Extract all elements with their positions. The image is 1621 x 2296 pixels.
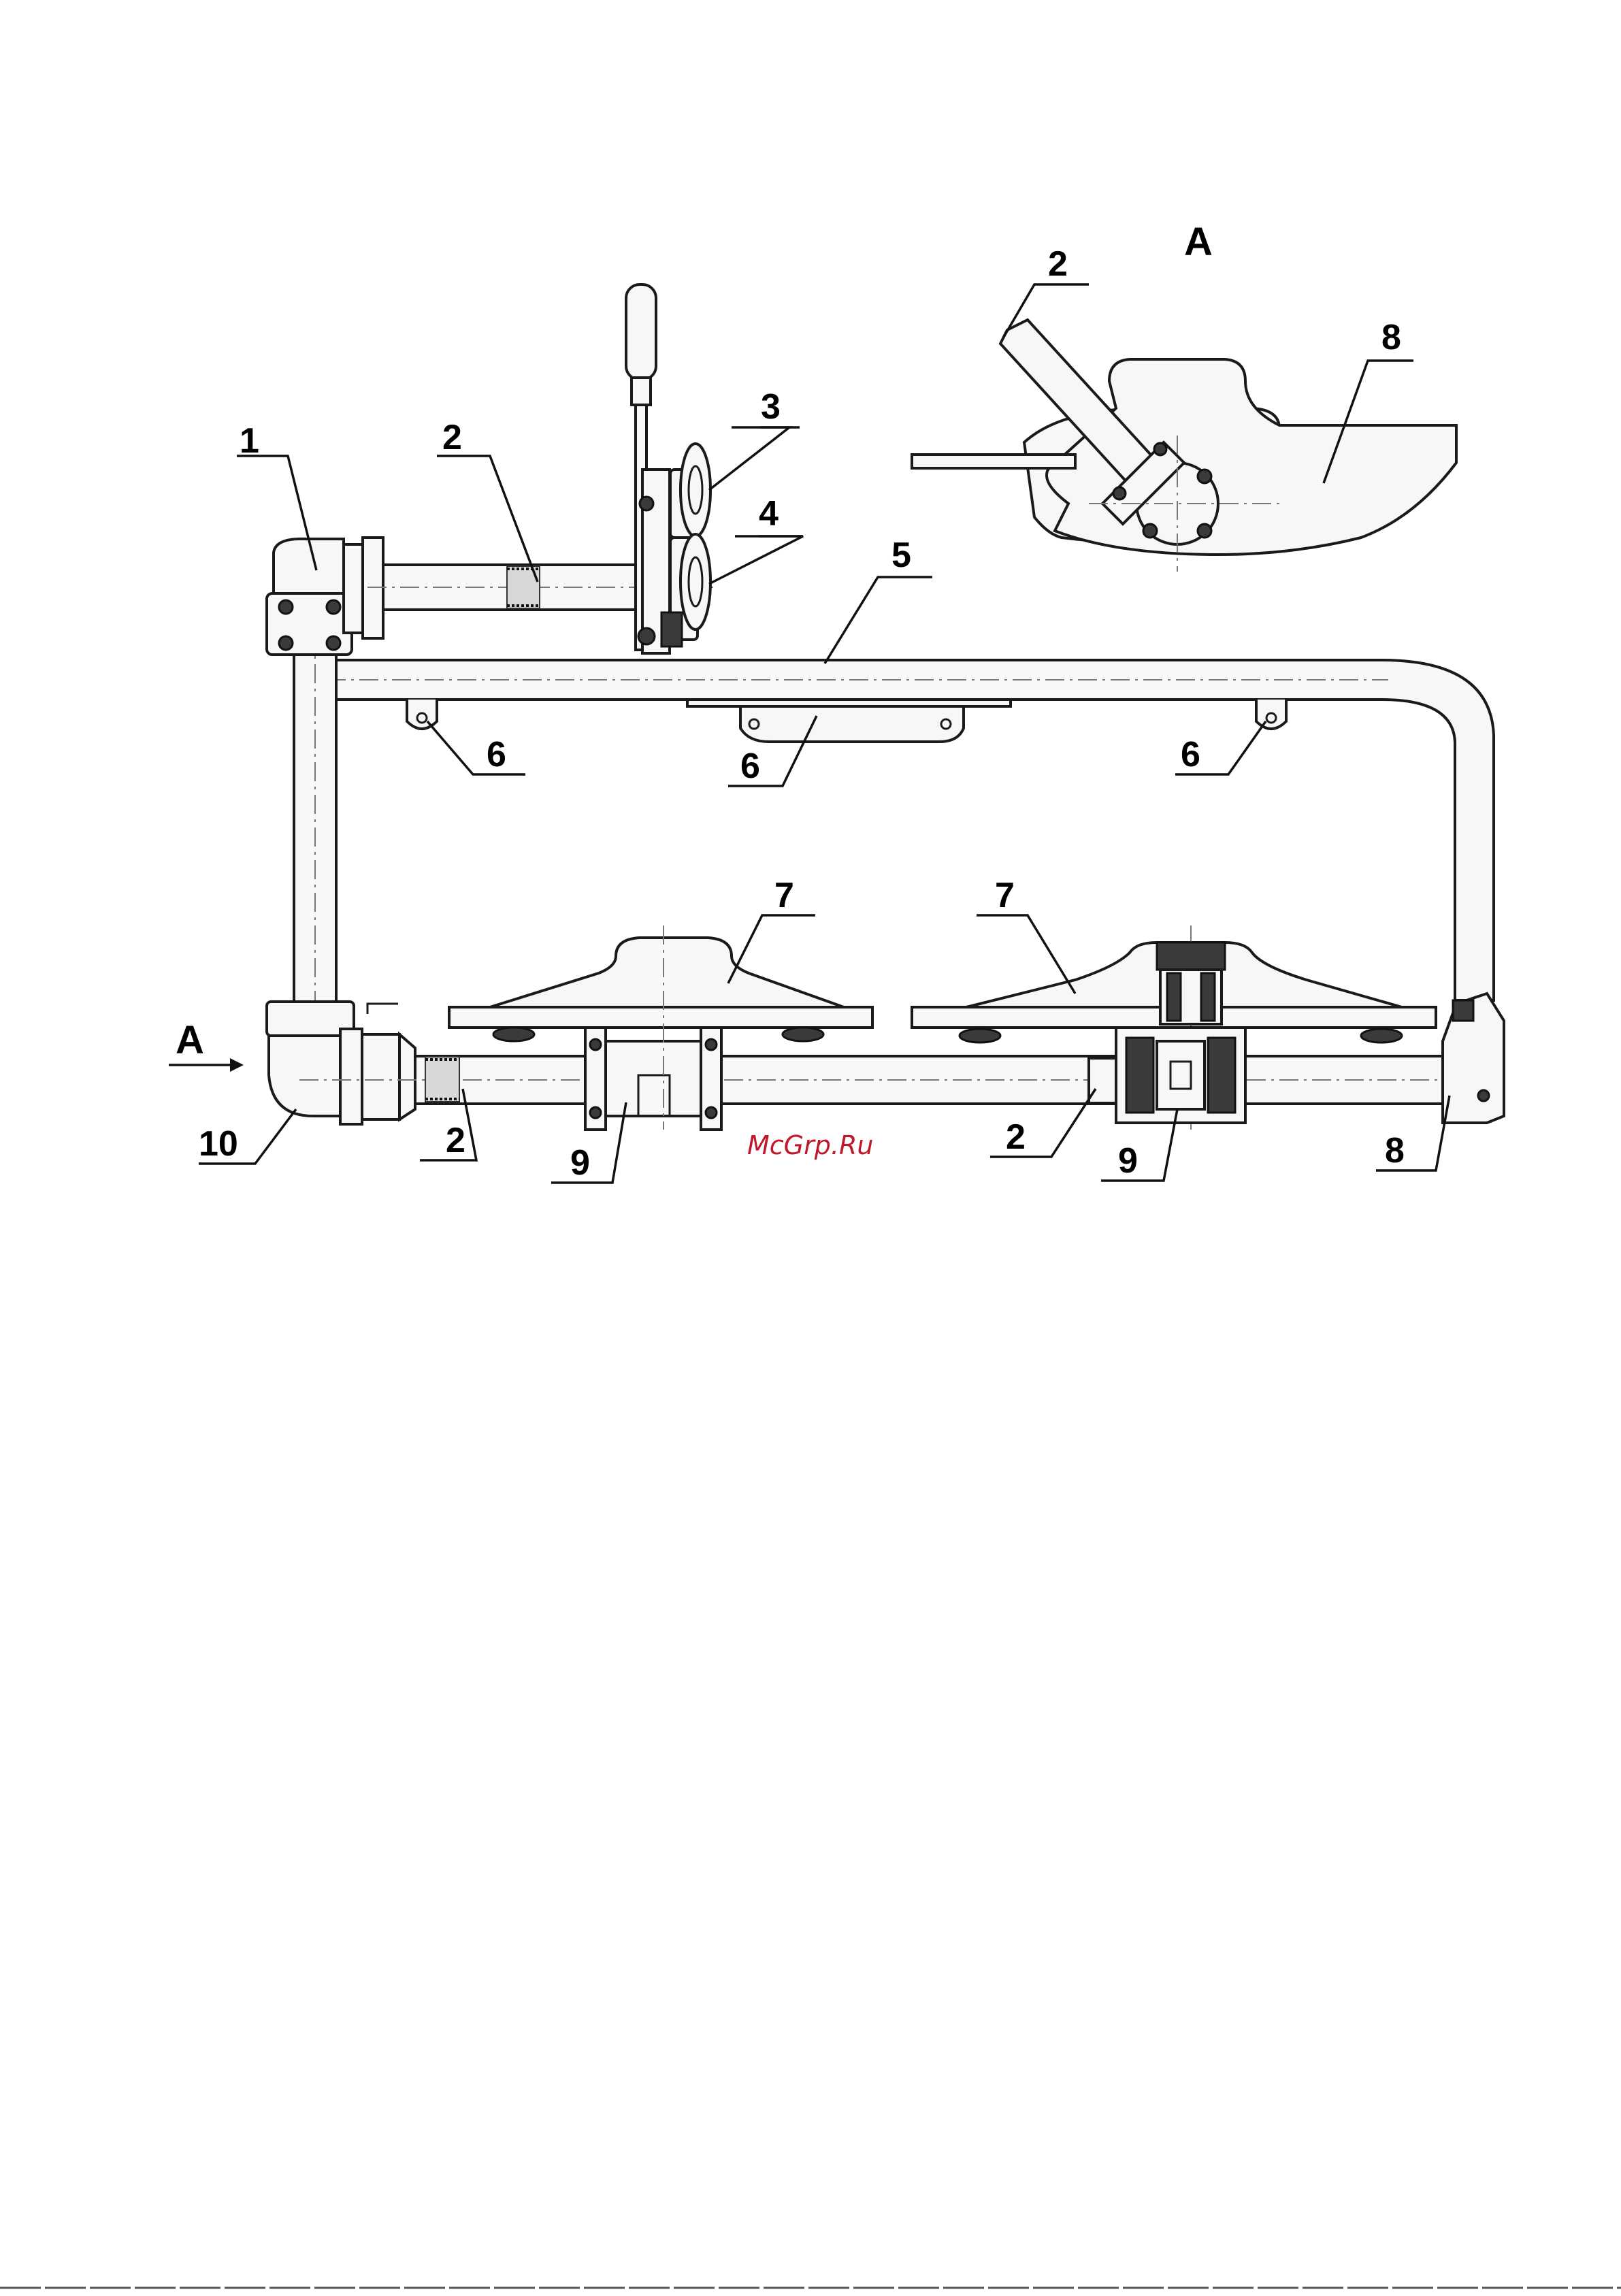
callout-7-right: 7 (995, 876, 1015, 915)
view-a (912, 320, 1456, 572)
callout-9-left: 9 (570, 1143, 590, 1183)
coupling-left (585, 1028, 721, 1130)
tension-pulley-3 (670, 444, 710, 538)
gearbox-right (1089, 1028, 1245, 1123)
callout-6-right: 6 (1181, 735, 1200, 774)
end-cap-right (1443, 994, 1504, 1123)
callout-2-lower-left: 2 (446, 1121, 465, 1160)
callout-7-left: 7 (774, 876, 794, 915)
callout-8-view-a: 8 (1381, 318, 1401, 357)
callout-6-middle: 6 (740, 747, 760, 786)
upper-elbow (267, 538, 383, 655)
callout-8-lower: 8 (1385, 1131, 1405, 1170)
callout-6-left: 6 (487, 735, 506, 774)
callout-2-view-a: 2 (1048, 244, 1068, 284)
watermark: McGrp.Ru (747, 1130, 873, 1160)
callout-2-upper-shaft: 2 (442, 418, 462, 457)
callout-5: 5 (891, 536, 911, 575)
view-a-title: A (1184, 220, 1213, 264)
left-vertical-tube (294, 599, 336, 1034)
view-arrow-label: A (176, 1018, 204, 1062)
lower-elbow (267, 1002, 415, 1124)
callout-3: 3 (761, 387, 781, 427)
callout-9-right: 9 (1118, 1141, 1138, 1181)
callout-2-lower-right: 2 (1006, 1117, 1026, 1157)
callout-1: 1 (240, 421, 259, 461)
lower-shaft (299, 1056, 1470, 1104)
frame-tube (327, 660, 1494, 1000)
callout-10: 10 (199, 1124, 238, 1164)
callout-4: 4 (759, 494, 779, 534)
